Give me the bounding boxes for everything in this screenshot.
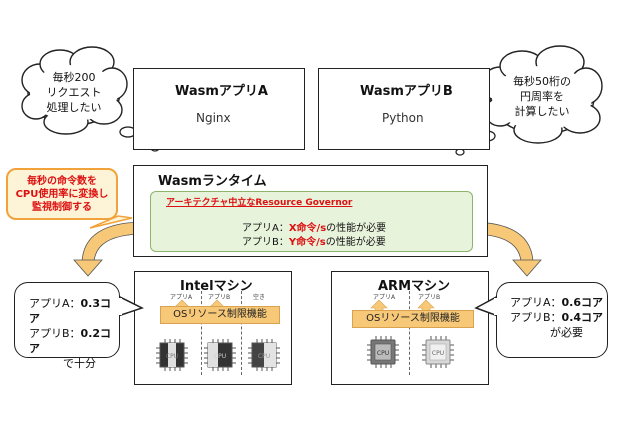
- wasm-app-b-sub: Python: [382, 111, 424, 125]
- wasm-app-b-title: WasmアプリB: [360, 84, 453, 99]
- intel-machine-title: Intelマシン: [180, 279, 253, 294]
- intel-label-app-a: アプリA: [170, 294, 193, 301]
- wasm-runtime-title: Wasmランタイム: [158, 174, 267, 189]
- intel-os-resource-bar: OSリソース制限機能: [160, 306, 280, 324]
- wasm-app-a-sub: Nginx: [196, 111, 231, 125]
- intel-label-free: 空き: [253, 294, 266, 301]
- intel-cpu-2-label: CPU: [214, 353, 226, 360]
- arm-cpu-chip-1: CPU: [366, 335, 400, 369]
- resource-governor-label: アーキテクチャ中立なResource Governor: [166, 198, 353, 208]
- arm-machine-title: ARMマシン: [378, 279, 451, 294]
- arm-cpu-1-label: CPU: [377, 350, 389, 357]
- arm-os-resource-bar: OSリソース制限機能: [352, 310, 474, 328]
- intel-requirement-bubble: アプリA：0.3コア アプリB：0.2コア で十分: [14, 282, 120, 370]
- arm-cpu-2-label: CPU: [432, 350, 444, 357]
- wasm-app-b-box: [318, 68, 490, 150]
- intel-cpu-3-label: CPU: [258, 353, 270, 360]
- intel-bubble-seam: [116, 298, 122, 315]
- arrow-head-intel: [73, 259, 103, 277]
- arm-label-app-b: アプリB: [418, 294, 441, 301]
- wasm-app-a-title: WasmアプリA: [175, 84, 268, 99]
- intel-sep-2: [241, 291, 242, 375]
- arm-cpu-chip-2: CPU: [421, 335, 455, 369]
- arrow-head-arm: [512, 259, 542, 277]
- governor-line-b: アプリB：Y命令/sの性能が必要: [242, 237, 386, 248]
- intel-label-app-b: アプリB: [208, 294, 231, 301]
- arm-machine-box: [331, 271, 489, 385]
- intel-cpu-chip-1: CPU: [155, 338, 189, 372]
- callout-tail: [89, 215, 133, 229]
- arm-sep-1: [409, 291, 410, 375]
- intel-cpu-1-label: CPU: [166, 353, 178, 360]
- arm-requirement-bubble: アプリA：0.6コア アプリB：0.4コア が必要: [496, 282, 608, 358]
- intel-sep-1: [201, 291, 202, 375]
- arm-bubble-seam: [494, 298, 500, 315]
- thought-right-text: 毎秒50桁の 円周率を 計算したい: [513, 75, 571, 118]
- governor-line-a: アプリA：X命令/sの性能が必要: [242, 223, 387, 234]
- thought-left-text: 毎秒200 リクエスト 処理したい: [46, 71, 102, 114]
- conversion-callout: 毎秒の命令数を CPU使用率に変換し 監視制御する: [6, 168, 118, 220]
- wasm-app-a-box: [133, 68, 305, 150]
- intel-cpu-chip-2: CPU: [203, 338, 237, 372]
- intel-cpu-chip-3: CPU: [247, 338, 281, 372]
- resource-governor-box: [150, 191, 473, 252]
- arm-label-app-a: アプリA: [373, 294, 396, 301]
